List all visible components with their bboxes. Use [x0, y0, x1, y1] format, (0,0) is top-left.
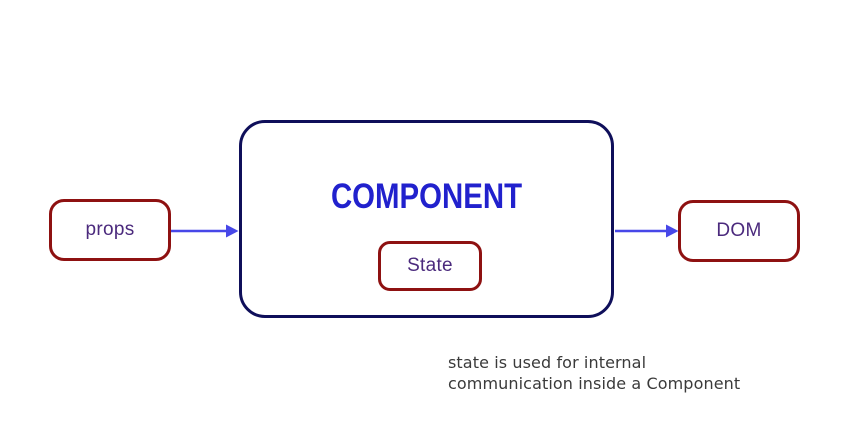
props-node: props	[49, 199, 171, 261]
dom-label: DOM	[716, 220, 762, 241]
component-title: COMPONENT	[330, 177, 523, 216]
state-label: State	[407, 255, 453, 276]
caption-text: state is used for internal communication…	[448, 352, 740, 394]
component-node: COMPONENT	[239, 120, 614, 318]
caption-line-1: state is used for internal	[448, 353, 647, 372]
component-to-dom-arrow	[615, 224, 679, 238]
state-node: State	[378, 241, 482, 291]
dom-node: DOM	[678, 200, 800, 262]
caption-line-2: communication inside a Component	[448, 374, 741, 393]
props-label: props	[85, 219, 135, 240]
props-to-component-arrow	[171, 224, 239, 238]
